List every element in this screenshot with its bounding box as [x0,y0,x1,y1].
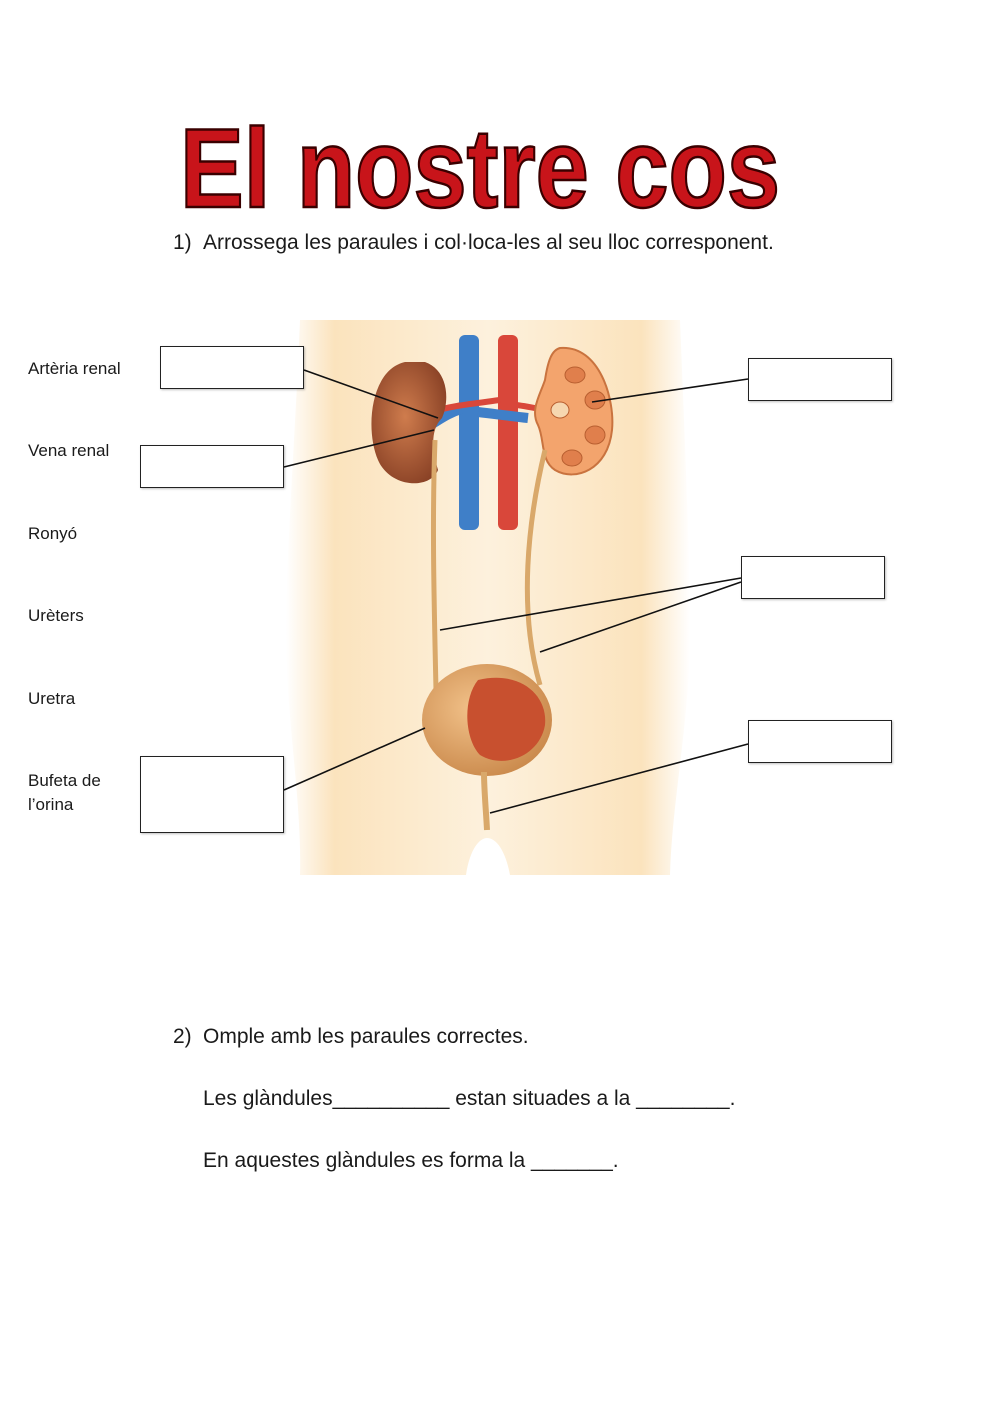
drop-box-5[interactable] [140,756,284,833]
aorta [498,335,518,530]
question-2-number: 2) [173,1025,192,1048]
word-bufeta-line-2[interactable]: l’orina [28,795,74,814]
question-1: 1) Arrossega les paraules i col·loca-les … [173,230,774,256]
question-2-text: Omple amb les paraules correctes. [203,1025,529,1048]
fill-sentence-1[interactable]: Les glàndules__________ estan situades a… [203,1087,736,1110]
page-title: El nostre cos [179,112,782,222]
bladder-interior [467,677,546,761]
page-title-text: El nostre cos [180,112,780,222]
leader-line-7 [489,743,749,814]
leader-line-4 [439,577,742,631]
word-bufeta-line-1[interactable]: Bufeta de [28,771,101,790]
leader-line-3 [591,378,749,403]
word-vena-renal[interactable]: Vena renal [28,441,110,460]
word-ronyo[interactable]: Ronyó [28,524,78,543]
drop-box-4[interactable] [741,556,885,599]
renal-vein-right [477,407,529,423]
kidney-left [371,362,447,484]
ureter-right [524,449,548,686]
urethra [481,771,490,831]
leader-line-5 [539,581,742,653]
vena-cava [459,335,479,530]
urinary-system-diagram [283,320,749,875]
kidney-right-medulla [550,366,606,467]
leader-line-1 [303,369,439,419]
word-uretra[interactable]: Uretra [28,689,76,708]
fill-sentence-2[interactable]: En aquestes glàndules es forma la ______… [203,1149,619,1172]
question-2: 2) Omple amb les paraules correctes. [173,1024,529,1050]
ureter-left [430,439,439,691]
drop-box-2[interactable] [140,445,284,488]
word-arteria-renal[interactable]: Artèria renal [28,359,121,378]
drop-box-6[interactable] [748,720,892,763]
drop-box-3[interactable] [748,358,892,401]
word-ureters[interactable]: Urèters [28,606,84,625]
leader-line-6 [283,727,426,791]
question-1-number: 1) [173,231,192,254]
drop-box-1[interactable] [160,346,304,389]
question-1-text: Arrossega les paraules i col·loca-les al… [203,231,774,254]
leader-line-2 [283,429,435,468]
leader-lines [283,369,749,814]
